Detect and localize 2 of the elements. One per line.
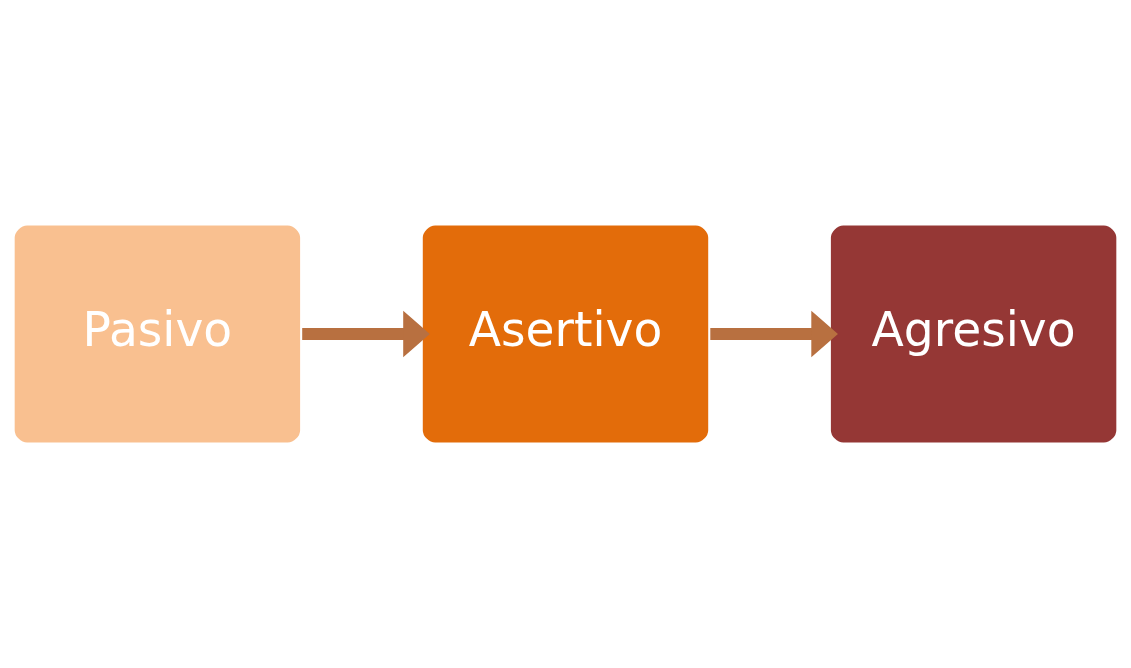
arrow (710, 310, 838, 358)
arrow (302, 310, 430, 358)
